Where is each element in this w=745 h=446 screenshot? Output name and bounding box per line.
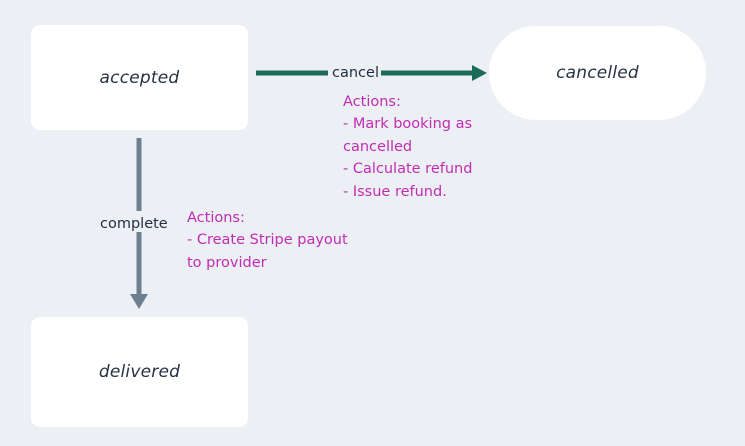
transition-label-cancel: cancel bbox=[332, 65, 379, 81]
actions-item: cancelled bbox=[343, 138, 413, 155]
transition-actions-complete: Actions: - Create Stripe payout to provi… bbox=[187, 207, 362, 274]
state-node-cancelled-label: cancelled bbox=[556, 63, 639, 83]
transition-label-complete: complete bbox=[100, 216, 168, 232]
state-node-cancelled[interactable]: cancelled bbox=[489, 26, 706, 120]
actions-item: to provider bbox=[187, 254, 267, 271]
edge-cancel-arrowhead bbox=[472, 65, 487, 81]
actions-item: - Issue refund. bbox=[343, 183, 447, 200]
actions-title: Actions: bbox=[343, 94, 401, 110]
state-node-accepted-label: accepted bbox=[99, 67, 180, 88]
actions-item: - Calculate refund bbox=[343, 161, 473, 178]
transition-actions-cancel: Actions: - Mark booking as cancelled - C… bbox=[343, 91, 503, 203]
state-node-delivered-label: delivered bbox=[98, 362, 181, 382]
edge-complete-arrowhead bbox=[130, 294, 148, 309]
state-node-accepted[interactable]: accepted bbox=[31, 25, 248, 130]
actions-item: - Create Stripe payout bbox=[187, 232, 348, 249]
actions-item: - Mark booking as bbox=[343, 116, 473, 133]
state-node-delivered[interactable]: delivered bbox=[31, 317, 248, 427]
actions-title: Actions: bbox=[187, 210, 245, 226]
